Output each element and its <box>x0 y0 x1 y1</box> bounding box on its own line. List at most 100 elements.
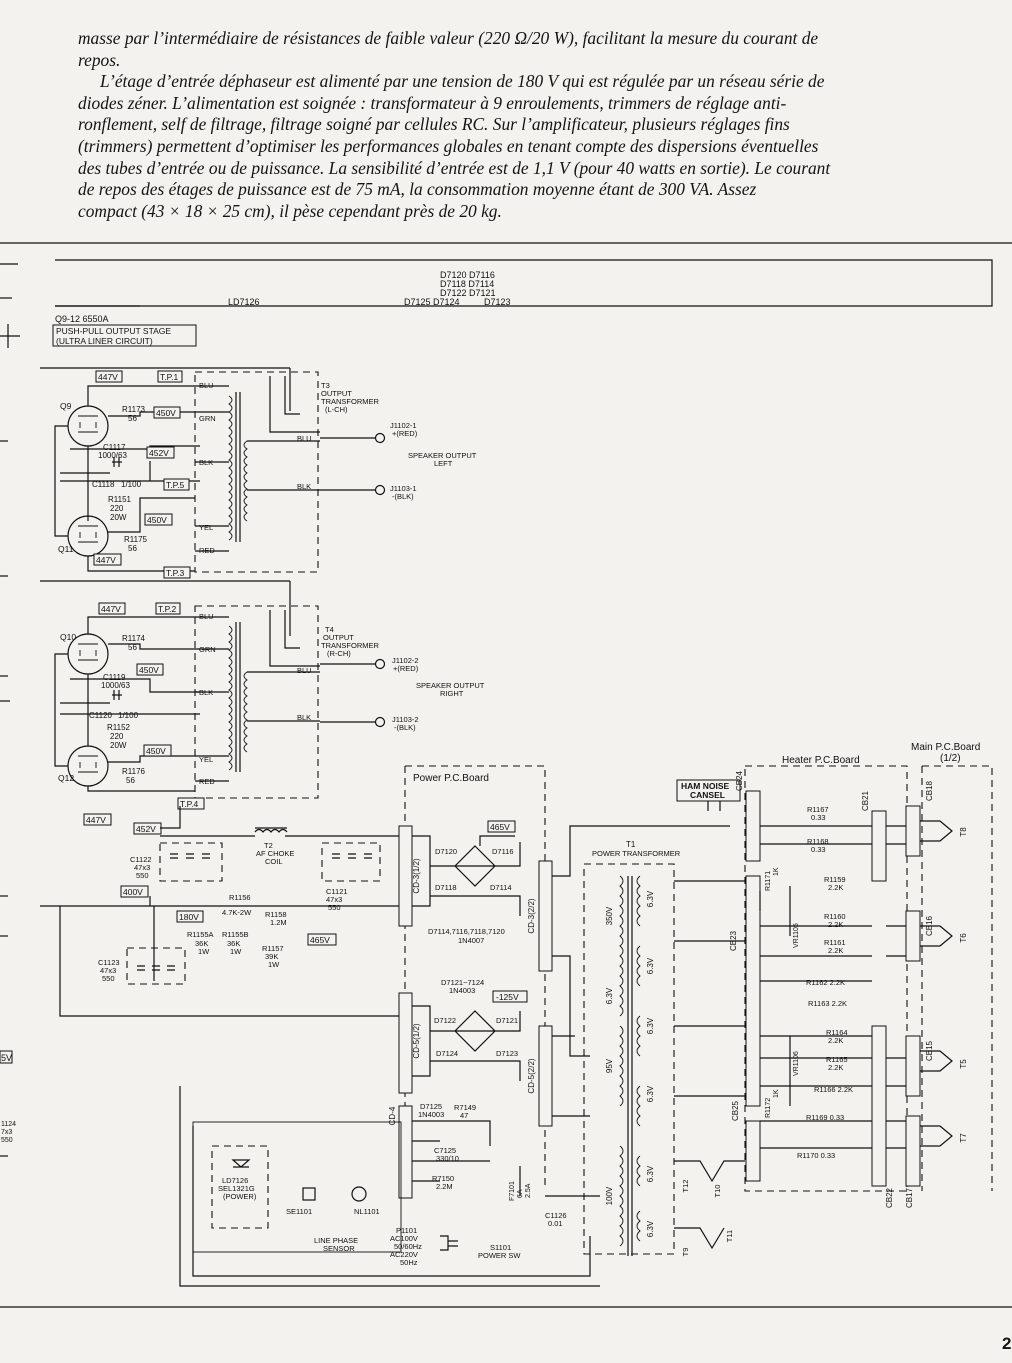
connector-label: CD-3(1/2) <box>412 858 421 893</box>
resistor-value: 56 <box>128 643 137 652</box>
resistor-value: 1W <box>198 947 210 956</box>
diode-label: D7120 <box>435 847 457 856</box>
neon-lamp-icon <box>351 1186 367 1202</box>
diode-label: D7114 <box>490 883 512 892</box>
resistor-label: R1165 <box>826 1055 848 1064</box>
power-transformer-t1: T1 POWER TRANSFORMER 350V 6.3V 6.3V 6.3V… <box>583 779 745 1257</box>
wire-color-label: BLK <box>297 482 311 491</box>
paragraph-line: (trimmers) permettent d’optimiser les pe… <box>78 135 819 156</box>
resistor-value: 2.2M <box>436 1182 453 1191</box>
diode-label: LD7126 <box>228 297 260 307</box>
transformer-label: POWER TRANSFORMER <box>592 849 681 858</box>
voltage-label: 180V <box>179 912 199 922</box>
led-label: SEL1321G <box>218 1184 255 1193</box>
connector-label: CB22 <box>885 1187 894 1208</box>
led-label: LD7126 <box>222 1176 248 1185</box>
capacitor-value: 0.01 <box>548 1219 563 1228</box>
diode-list-box: LD7126 D7120 D7116 D7118 D7114 D7122 D71… <box>55 259 993 307</box>
paragraph-line: des tubes d’entrée ou de puissance. La s… <box>78 157 831 178</box>
capacitor-value: 47x3 <box>134 863 150 872</box>
speaker-jack-icon <box>374 484 386 496</box>
resistor-value: 220 <box>110 732 124 741</box>
capacitor-value: 1000/63 <box>101 681 130 690</box>
resistor-label: R7150 <box>432 1174 454 1183</box>
diode-label: D7123 <box>496 1049 518 1058</box>
diode-label: D7121 <box>496 1016 518 1025</box>
main-pc-board: Main P.C.Board (1/2) CB18 CB16 CB15 CB17… <box>886 742 993 1208</box>
paragraph-line: compact (43 × 18 × 25 cm), il pèse cepen… <box>78 200 502 221</box>
test-point-label: T.P.2 <box>158 604 177 614</box>
bridge-rectifier-2 <box>412 1005 521 1081</box>
power-supply-filter: 452V T2 AF CHOKE COIL C1122 47x3 550 C11… <box>40 806 405 1017</box>
resistor-value: 1K <box>773 1089 780 1098</box>
resistor-value: 0.33 <box>811 813 826 822</box>
resistor-value: 20W <box>110 513 127 522</box>
board-title: Heater P.C.Board <box>782 755 860 766</box>
diode-label: D7120 D7116 <box>440 270 495 280</box>
resistor-label: R1174 <box>122 634 146 643</box>
jack-label: -(BLK) <box>394 723 416 732</box>
test-point-label: T.P.3 <box>166 568 185 578</box>
capacitor-label: C1123 <box>98 958 120 967</box>
transformer-t4 <box>194 605 319 799</box>
winding-label: 95V <box>605 1058 614 1073</box>
wire-color-label: BLU <box>297 666 312 675</box>
terminal-label: T5 <box>959 1059 968 1069</box>
voltage-label: 452V <box>136 824 156 834</box>
resistor-value: 2.2K <box>828 920 843 929</box>
ham-noise-label: HAM NOISE <box>681 781 730 791</box>
connector-label: CB24 <box>735 770 744 791</box>
board-title: Main P.C.Board <box>911 742 980 753</box>
diode-label: 1N4003 <box>449 986 475 995</box>
resistor-value: 4.7K-2W <box>222 908 252 917</box>
sensor-caption: SENSOR <box>323 1244 355 1253</box>
power-pc-board: Power P.C.Board CD-3(1/2) CD-3(2/2) CD-5… <box>388 765 730 1201</box>
diode-label: D7122 D7121 <box>440 288 496 298</box>
jack-label: +(RED) <box>393 664 419 673</box>
connector-label: CB21 <box>861 790 870 811</box>
terminal-label: T9 <box>681 1248 690 1257</box>
wire-color-label: BLU <box>297 434 312 443</box>
connector-label: CD-3(2/2) <box>527 898 536 933</box>
led-label: (POWER) <box>223 1192 257 1201</box>
heater-pc-board: Heater P.C.Board CB24 CB21 CB23 CB25 CB2… <box>729 755 908 1208</box>
speaker-jack-icon <box>374 716 386 728</box>
capacitor-label: C1126 <box>545 1211 567 1220</box>
resistor-label: R1156 <box>229 893 251 902</box>
connector-label: CD-5(2/2) <box>527 1058 536 1093</box>
transformer-t3 <box>194 371 319 573</box>
transformer-label: (L-CH) <box>325 405 348 414</box>
jack-label: J1102-1 <box>390 421 417 430</box>
wire-color-label: YEL <box>199 755 213 764</box>
page-number: 2 <box>1002 1334 1012 1353</box>
speaker-output-label: SPEAKER OUTPUT <box>416 681 485 690</box>
resistor-value: 0.33 <box>811 845 826 854</box>
paragraph-line: repos. <box>78 49 121 70</box>
transformer-label: TRANSFORMER <box>321 397 380 406</box>
resistor-label: R1176 <box>122 767 146 776</box>
resistor-label: R1171 <box>765 871 772 891</box>
capacitor-label: C1118 <box>92 480 115 489</box>
amplifier-schematic: 5V 1124 7x3 550 LD7126 D7120 D7116 D7118… <box>0 242 1012 1308</box>
resistor-label: R7149 <box>454 1103 476 1112</box>
margin-label: 5V <box>1 1053 12 1063</box>
resistor-label: R1168 <box>807 837 829 846</box>
resistor-value: 20W <box>110 741 127 750</box>
plug-label: P1101 <box>396 1226 417 1235</box>
switch-label: POWER SW <box>478 1251 521 1260</box>
trimmer-label: VR1105 <box>793 923 800 948</box>
transformer-label: T4 <box>325 625 334 634</box>
winding-label: 6.3V <box>605 987 614 1004</box>
capacitor-label: C1120 <box>89 711 113 720</box>
voltage-label: 465V <box>310 935 330 945</box>
resistor-label: R1159 <box>824 875 846 884</box>
jack-label: J1103-2 <box>392 715 419 724</box>
speaker-output-label: LEFT <box>434 459 453 468</box>
resistor-value: 56 <box>128 544 137 553</box>
resistor-label: R1152 <box>107 723 131 732</box>
resistor-value: 2.2K <box>828 1036 843 1045</box>
fuse-label: 2.5A <box>525 1183 532 1198</box>
capacitor-value: 1/100 <box>118 711 139 720</box>
connector-label: CB23 <box>729 930 738 951</box>
voltage-label: 450V <box>139 665 159 675</box>
